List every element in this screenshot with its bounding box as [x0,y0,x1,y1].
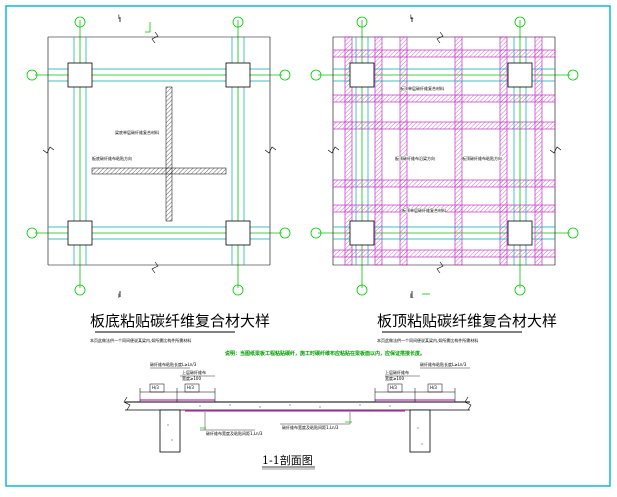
axis-bubble [356,16,368,28]
border-frame [5,5,611,487]
left-plan-note: 本页此做法供一个同间便说某梁内,如所需比构件所需材料 [90,338,192,343]
column [507,62,533,88]
axis-bubble [26,69,38,81]
section-mark-top-right: L [410,14,414,21]
section-green-note: 说明：当图纸梁板工程粘贴碳纤，施工时碳纤维布应粘贴在梁板面以内，应保证搭接长度。 [225,351,426,357]
column [507,220,533,246]
section-label-left-2: 上层碳纤维布 [182,370,206,375]
axis-bubble [310,227,322,239]
dim-label: H/3 [187,385,194,390]
section-bottom-label-2: 碳纤维布宽度及粘贴间距1,Ln/3 [282,425,339,430]
column [349,62,375,88]
axis-bubble [232,284,244,296]
axis-bubble [514,16,526,28]
axis-bubble [567,227,579,239]
axis-bubble [567,69,579,81]
column [225,220,251,246]
section-bottom-label-1: 碳纤维布宽度及粘贴间距1,Ln/3 [206,431,263,436]
right-plan-label-4: 板顶单层碳纤维复合材料 [402,208,446,213]
cfrp-strip-vertical [165,86,173,222]
section-1-1 [123,367,472,453]
beam-left [159,409,181,453]
section-mark-top-left: I [118,14,120,21]
axis-bubble [232,16,244,28]
left-plan-label-2: 板底碳纤维布粘贴方向 [92,156,132,161]
section-label-left-1: 碳纤维布粘贴长度L≥Ln/3 [150,362,197,367]
section-label-right-2: 上层碳纤维布 [385,370,409,375]
dim-label: H/3 [152,385,159,390]
axis-bubble [279,69,291,81]
cfrp-strip-horizontal [91,167,227,175]
right-plan-note: 本页此做法供一个同间便说某梁内,如所需比构件所需材料 [377,338,479,343]
right-plan-title: 板顶粘贴碳纤维复合材大样 [377,312,558,330]
dim-label: H/3 [430,385,437,390]
column [225,62,251,88]
right-plan-label-1: 板顶单层碳纤维复合材料 [400,86,444,91]
left-plan [26,16,291,297]
dim-label: H/3 [390,385,397,390]
beam-right [409,409,431,453]
axis-bubble [356,284,368,296]
column [67,220,93,246]
left-plan-title: 板底粘贴碳纤维复合材大样 [90,312,271,330]
section-label-left-3: 宽度≥100 [182,376,201,381]
left-plan-label-1: 梁底单层碳纤维复合材料 [115,130,159,135]
axis-bubble [310,69,322,81]
axis-bubble [514,284,526,296]
column [67,62,93,88]
section-mark-bottom-right: L [410,293,414,300]
axis-bubble [26,227,38,239]
right-plan-label-3: 板顶碳纤维布粘贴方向 [462,156,502,161]
axis-bubble [74,284,86,296]
section-label-right-3: 宽度≥100 [385,376,404,381]
right-plan [310,16,579,297]
right-plan-label-2: 板顶碳纤维布沿梁方向 [395,156,435,161]
section-label-right-1: 碳纤维布粘贴长度L≥Ln/3 [420,362,467,367]
axis-bubble [74,16,86,28]
section-mark-bottom-left: I [118,293,120,300]
axis-bubble [279,227,291,239]
column [349,220,375,246]
section-title: 1-1剖面图 [262,454,313,467]
